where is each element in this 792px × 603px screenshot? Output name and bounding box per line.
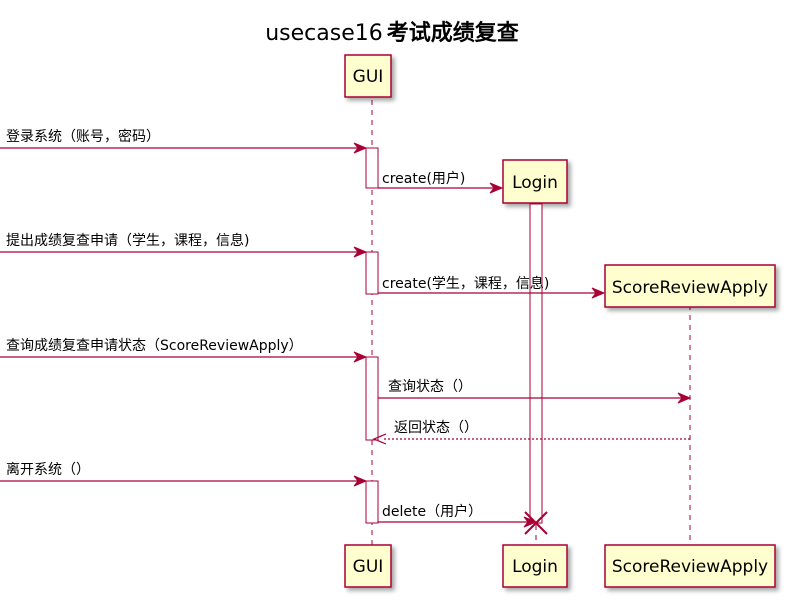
participant-gui-label: GUI [353, 67, 384, 87]
message-label: create(用户) [382, 170, 465, 187]
message-submit-review-request: 提出成绩复查申请（学生，课程，信息) [0, 232, 368, 258]
activation-gui-3 [365, 356, 379, 441]
message-label: create(学生，课程，信息) [382, 275, 549, 292]
activation-login [529, 203, 543, 524]
participant-score-review-apply-label: ScoreReviewApply [612, 278, 768, 298]
message-query-apply-status: 查询成绩复查申请状态（ScoreReviewApply） [0, 337, 368, 363]
message-leave-system: 离开系统（） [0, 461, 368, 487]
participant-score-review-apply-top: ScoreReviewApply [604, 264, 776, 308]
participant-score-review-apply-bottom: ScoreReviewApply [604, 544, 776, 588]
participant-gui-label: GUI [353, 557, 384, 577]
activation-gui-4 [365, 480, 379, 524]
message-label: 离开系统（） [6, 461, 90, 478]
activation-gui-1 [365, 147, 379, 189]
message-label: delete（用户） [382, 503, 482, 520]
participant-login-label: Login [512, 557, 558, 577]
participant-login-label: Login [512, 173, 558, 193]
participant-score-review-apply-label: ScoreReviewApply [612, 557, 768, 577]
participant-login-bottom: Login [502, 544, 568, 588]
participant-gui-top: GUI [344, 54, 392, 98]
destroy-marker-icon [524, 511, 548, 535]
message-create-apply: create(学生，课程，信息) [378, 275, 606, 299]
message-create-user: create(用户) [378, 170, 504, 194]
participant-login-top: Login [502, 159, 568, 204]
message-return-status: 返回状态（） [372, 420, 690, 445]
message-query-status: 查询状态（） [378, 379, 692, 404]
message-label: 提出成绩复查申请（学生，课程，信息) [6, 232, 249, 249]
message-label: 查询成绩复查申请状态（ScoreReviewApply） [6, 337, 303, 354]
activation-gui-2 [365, 251, 379, 295]
message-delete-user: delete（用户） [378, 503, 538, 528]
message-label: 登录系统（账号，密码） [6, 128, 160, 145]
diagram-title: usecase16 考试成绩复查 [265, 20, 519, 46]
message-label: 查询状态（） [388, 379, 472, 395]
message-login-system: 登录系统（账号，密码） [0, 128, 368, 154]
message-label: 返回状态（） [394, 420, 478, 436]
participant-gui-bottom: GUI [344, 544, 392, 588]
